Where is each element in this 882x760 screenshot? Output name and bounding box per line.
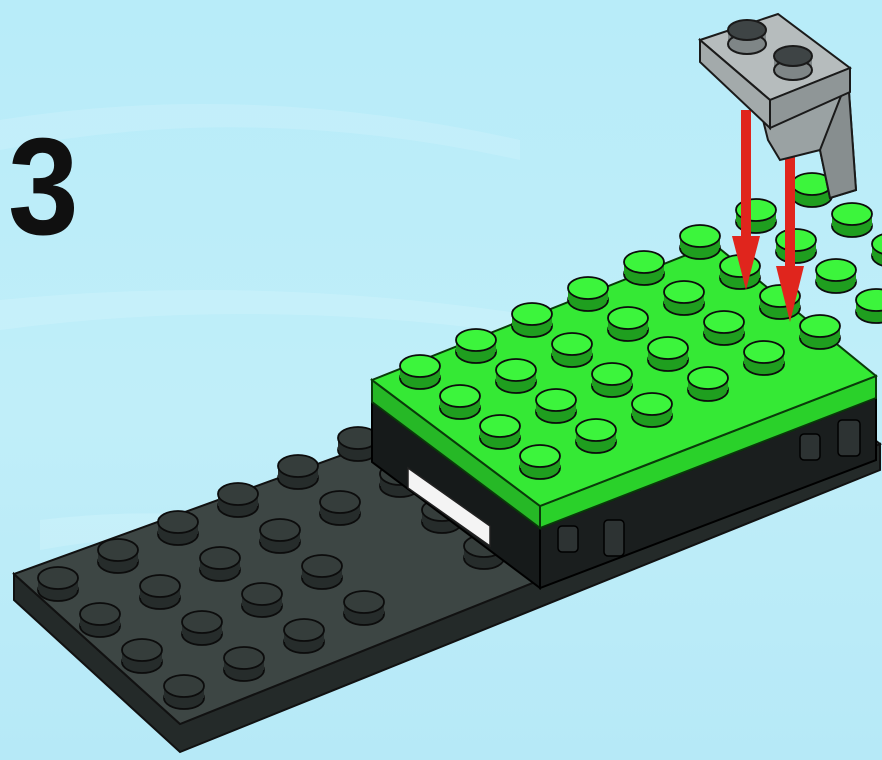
dark-stud — [302, 555, 342, 589]
green-stud — [832, 203, 872, 237]
green-stud — [776, 229, 816, 263]
green-stud — [816, 259, 856, 293]
dark-stud — [218, 483, 258, 517]
green-stud — [552, 333, 592, 367]
green-stud — [536, 389, 576, 423]
dark-stud — [182, 611, 222, 645]
dark-stud — [158, 511, 198, 545]
green-stud — [664, 281, 704, 315]
dark-stud — [278, 455, 318, 489]
green-stud — [568, 277, 608, 311]
green-stud — [704, 311, 744, 345]
green-stud — [480, 415, 520, 449]
dark-stud — [164, 675, 204, 709]
dark-stud — [224, 647, 264, 681]
dark-stud — [284, 619, 324, 653]
green-stud — [440, 385, 480, 419]
green-stud — [608, 307, 648, 341]
green-stud — [688, 367, 728, 401]
green-stud — [680, 225, 720, 259]
green-stud — [576, 419, 616, 453]
dark-stud — [98, 539, 138, 573]
green-stud — [400, 355, 440, 389]
dark-stud — [242, 583, 282, 617]
green-stud — [744, 341, 784, 375]
green-stud — [800, 315, 840, 349]
green-stud — [520, 445, 560, 479]
green-stud — [632, 393, 672, 427]
dark-stud — [200, 547, 240, 581]
step-number: 3 — [8, 118, 79, 256]
dark-stud — [38, 567, 78, 601]
green-stud — [648, 337, 688, 371]
green-stud — [512, 303, 552, 337]
green-stud — [624, 251, 664, 285]
green-stud — [456, 329, 496, 363]
dark-stud — [80, 603, 120, 637]
dark-stud — [344, 591, 384, 625]
dark-stud — [320, 491, 360, 525]
green-stud — [592, 363, 632, 397]
green-stud — [496, 359, 536, 393]
green-stud — [856, 289, 882, 323]
dark-stud — [122, 639, 162, 673]
dark-stud — [140, 575, 180, 609]
dark-stud — [260, 519, 300, 553]
